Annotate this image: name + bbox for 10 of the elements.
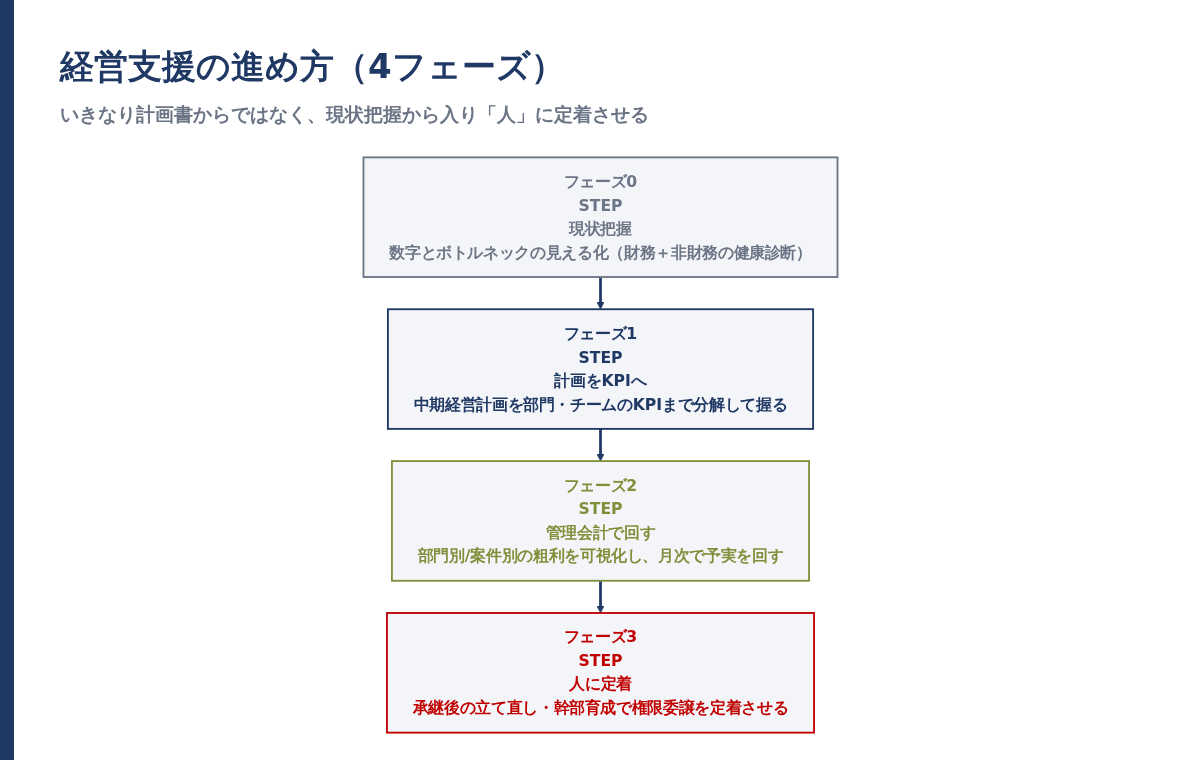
title: 経営支援の進め方（4フェーズ） xyxy=(60,45,565,88)
arrow xyxy=(595,428,605,462)
node-box: フェーズ0 STEP 現状把握 数字とボトルネックの見える化（財務＋非財務の健康診断） xyxy=(362,156,838,278)
arrow xyxy=(595,277,605,310)
arrow xyxy=(595,580,605,614)
node-box: フェーズ1 STEP 計画をKPIへ 中期経営計画を部門・チームのKPIまで分解して握る xyxy=(386,308,814,430)
node-box: フェーズ3 STEP 人に定着 承継後の立て直し・幹部育成で権限委譲を定着させる xyxy=(385,612,815,734)
side-bar xyxy=(0,0,14,760)
subtitle: いきなり計画書からではなく、現状把握から入り「人」に定着させる xyxy=(60,102,649,127)
node-box: フェーズ2 STEP 管理会計で回す 部門別/案件別の粗利を可視化し、月次で予実を回す xyxy=(390,460,810,582)
